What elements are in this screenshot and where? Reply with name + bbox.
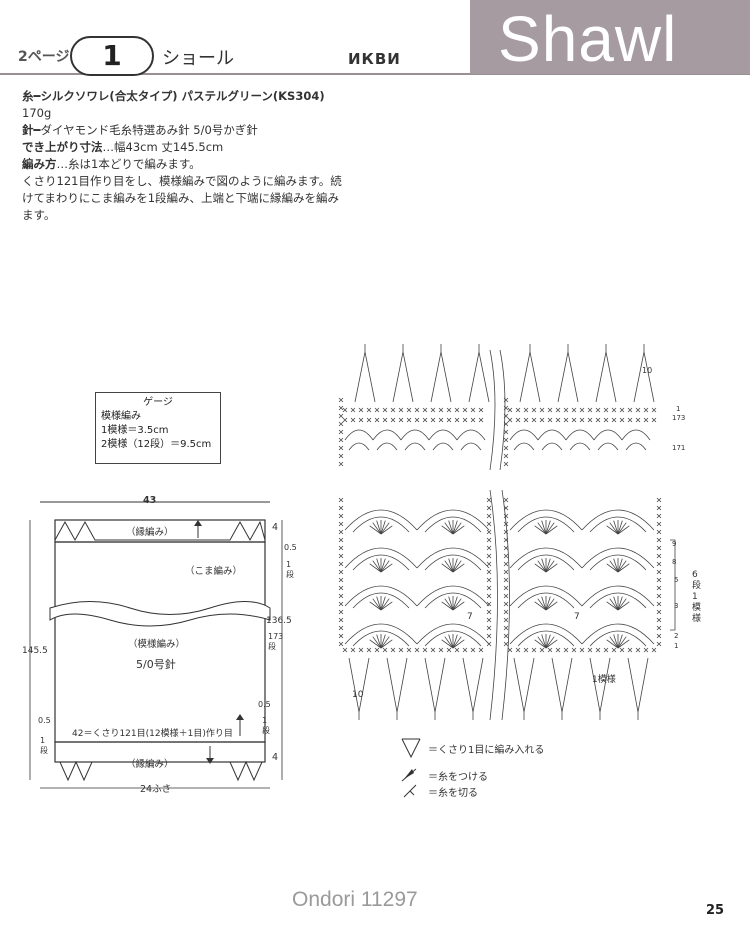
crochet-chart — [338, 344, 676, 721]
gauge-line-3: 2模様（12段）＝9.5cm — [101, 439, 212, 450]
yarn-text: シルクソワレ(合太タイプ) パステルグリーン(KS304) — [40, 89, 325, 103]
schematic-edge-bottom: （縁編み） — [126, 759, 174, 770]
size-line: でき上がり寸法…幅43cm 丈145.5cm — [22, 139, 382, 156]
chart-repeat-label: 1模様 — [592, 675, 616, 685]
chart-row-3: 3 — [674, 602, 679, 610]
schematic-pattern: （模様編み） — [128, 639, 186, 650]
gauge-title: ゲージ — [143, 397, 173, 408]
schematic-half-top-rows: 1段 — [286, 560, 294, 579]
needle-text: ダイヤモンド毛糸特選あみ針 5/0号かぎ針 — [40, 123, 258, 137]
chart-seven-left: 7 — [467, 612, 473, 622]
title-english: Shawl — [498, 3, 678, 75]
schematic-half-bottom-rows: 1段 — [262, 716, 270, 735]
schematic-edge-top: （縁編み） — [126, 527, 174, 538]
chart-row-8: 8 — [672, 558, 677, 566]
instructions: 糸━シルクソワレ(合太タイプ) パステルグリーン(KS304) 170g 針━ダ… — [22, 88, 382, 224]
method-text-1: …糸は1本どりで編みます。 — [56, 157, 201, 171]
chart-row-1: 1 — [676, 405, 681, 413]
title-japanese: ショール — [162, 48, 234, 69]
chart-row-1b: 1 — [674, 642, 679, 650]
schematic-left-half: 0.5 — [38, 716, 51, 725]
legend-symbols — [401, 738, 421, 798]
size-text: …幅43cm 丈145.5cm — [102, 140, 224, 154]
legend-item-2: ＝糸をつける — [428, 772, 488, 783]
needle-line: 針━ダイヤモンド毛糸特選あみ針 5/0号かぎ針 — [22, 123, 258, 137]
size-label: でき上がり寸法 — [22, 140, 103, 154]
schematic-needle: 5/0号針 — [136, 658, 176, 671]
needle-label: 針 — [22, 123, 34, 137]
break-wave — [49, 601, 271, 627]
title-box — [470, 0, 750, 74]
schematic-diagram — [29, 501, 283, 789]
chart-row-2: 2 — [674, 632, 679, 640]
gauge-line-2: 1模様＝3.5cm — [101, 425, 169, 436]
chart-row-5: 5 — [674, 576, 679, 584]
down-arrowhead-bottom — [206, 758, 214, 764]
chart-ten-bottom: 10 — [352, 690, 364, 700]
up-arrowhead-bottom — [236, 714, 244, 720]
up-arrowhead-top — [194, 520, 202, 526]
chart-row-10-top: 10 — [642, 366, 653, 375]
cut-yarn-icon — [403, 784, 417, 798]
legend-item-3: ＝糸を切る — [428, 788, 478, 799]
top-watermark: ИКВИ — [348, 50, 401, 68]
schematic-body-rows: 173段 — [268, 632, 284, 651]
schematic-four-top: 4 — [272, 522, 279, 533]
schematic-half-top: 0.5 — [284, 543, 297, 552]
chart-repeat-rows: 6段1模様 — [692, 570, 702, 624]
fan-symbol-icon — [401, 738, 421, 759]
legend-item-1: ＝くさり1目に編み入れる — [428, 745, 545, 756]
yarn-line: 糸━シルクソワレ(合太タイプ) パステルグリーン(KS304) — [22, 89, 325, 103]
pattern-number: 1 — [70, 36, 154, 76]
amount-line: 170g — [22, 106, 52, 120]
chart-row-171: 171 — [672, 444, 686, 452]
footer-watermark: Ondori 11297 — [292, 888, 418, 911]
method-text-3: けてまわりにこま編みを1段編み、上端と下端に縁編みを編み — [22, 191, 340, 205]
chart-seven-right: 7 — [574, 612, 580, 622]
method-text-4: ます。 — [22, 208, 56, 222]
schematic-cast-on: 42＝くさり121目(12模様＋1目)作り目 — [72, 729, 233, 739]
method-line: 編み方…糸は1本どりで編みます。 — [22, 156, 382, 173]
top-fringe-zigzag — [54, 520, 266, 542]
method-label: 編み方 — [22, 157, 57, 171]
chart-row-173: 173 — [672, 414, 686, 422]
schematic-four-bottom: 4 — [272, 752, 279, 763]
chart-row-9: 9 — [672, 540, 677, 548]
schematic-total-height: 145.5 — [22, 646, 48, 656]
schematic-single-crochet: （こま編み） — [185, 566, 243, 577]
gauge-box: ゲージ 模様編み 1模様＝3.5cm 2模様（12段）＝9.5cm — [95, 392, 221, 464]
schematic-body-height: 136.5 — [266, 616, 292, 626]
page-number: 25 — [706, 903, 725, 918]
method-text-2: くさり121目作り目をし、模様編みで図のように編みます。続 — [22, 174, 342, 188]
page-reference: 2ページ — [18, 49, 70, 65]
yarn-label: 糸 — [22, 89, 34, 103]
gauge-line-1: 模様編み — [101, 411, 141, 422]
schematic-left-half-rows: 1段 — [40, 736, 48, 755]
title-rule — [0, 73, 750, 75]
schematic-width-top: 43 — [143, 495, 157, 506]
title-band: Shawl 2ページ 1 ショール ИКВИ — [0, 0, 750, 78]
schematic-fringe-count: 24ふさ — [140, 784, 172, 795]
schematic-half-bottom: 0.5 — [258, 700, 271, 709]
bottom-fringe-zigzag — [59, 760, 263, 782]
